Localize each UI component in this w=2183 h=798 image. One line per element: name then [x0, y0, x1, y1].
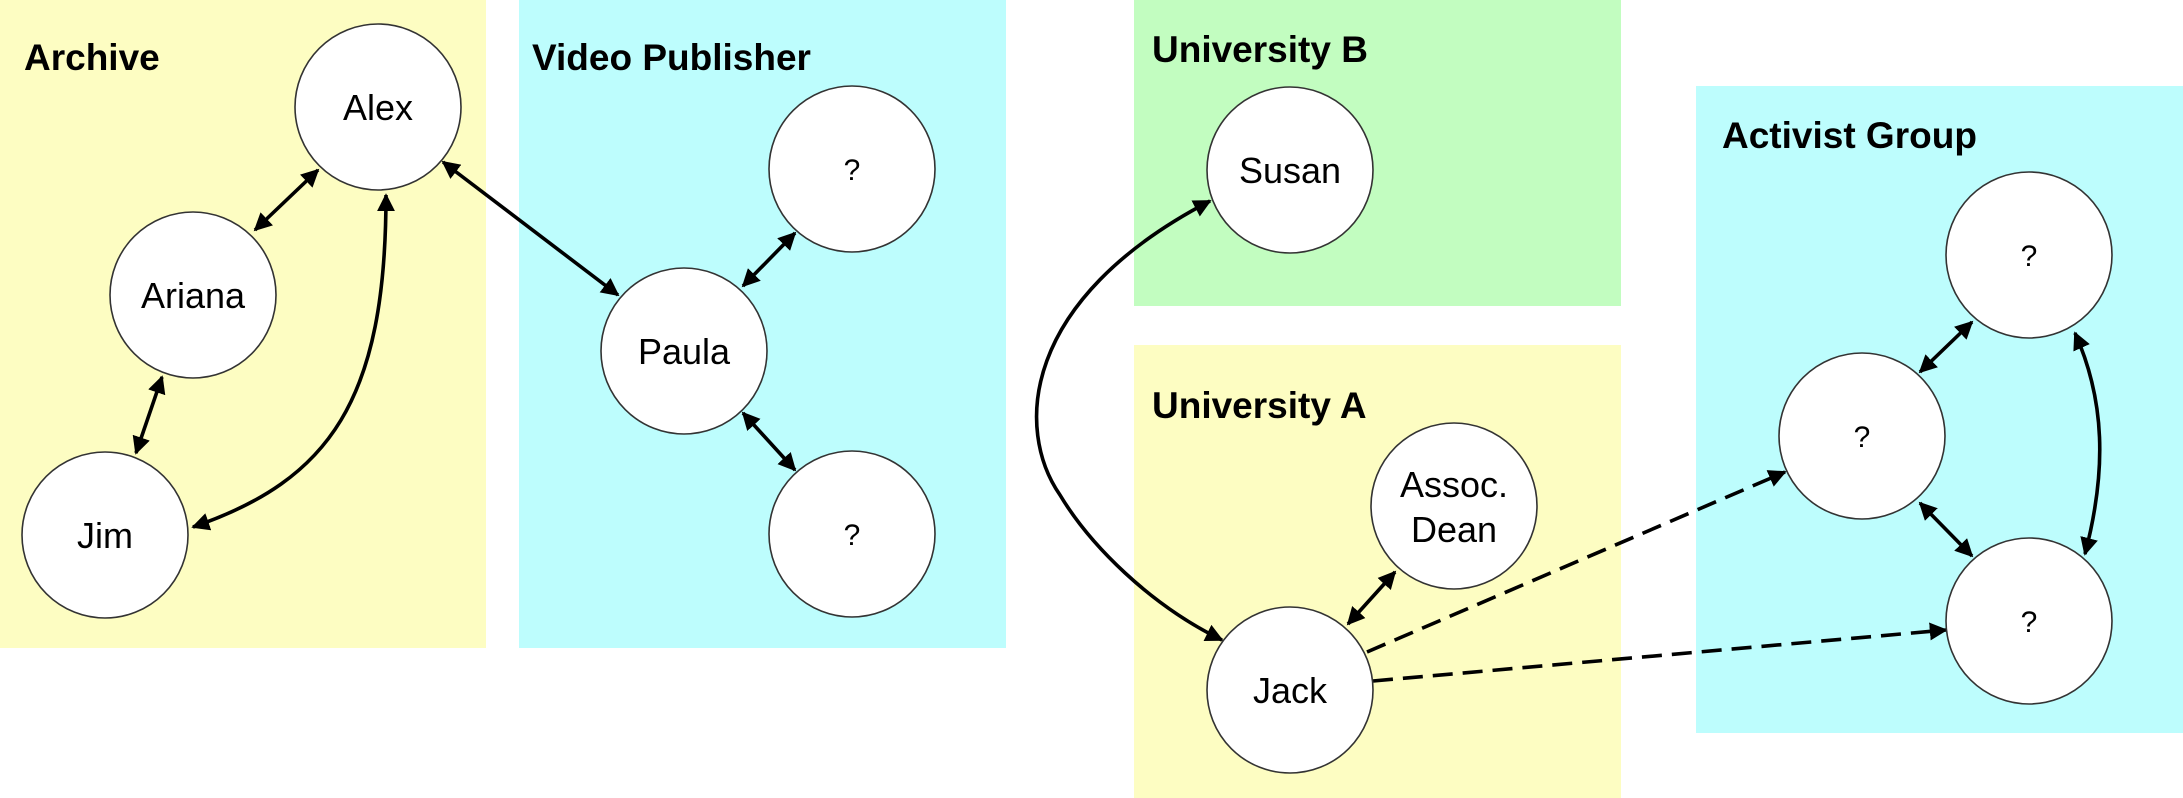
node-activist-unknown-top: ? — [1945, 171, 2113, 339]
node-label: Ariana — [141, 275, 246, 316]
node-label: ? — [2021, 240, 2038, 273]
node-activist-unknown-bottom: ? — [1945, 537, 2113, 705]
edge-alex-paula — [441, 160, 620, 297]
node-assoc-dean: Assoc. Dean — [1370, 422, 1538, 590]
node-video-publisher-unknown-1: ? — [768, 85, 936, 253]
node-label: Assoc. — [1400, 464, 1508, 505]
node-activist-unknown-left: ? — [1778, 352, 1946, 520]
node-circle — [600, 267, 768, 435]
node-label: ? — [844, 519, 861, 552]
node-label: ? — [1854, 421, 1871, 454]
node-circle — [1206, 86, 1374, 254]
node-circle — [1370, 422, 1538, 590]
group-title-university-a: University A — [1152, 385, 1367, 426]
node-circle — [1945, 171, 2113, 339]
node-alex: Alex — [294, 23, 462, 191]
edge-activist-left-top — [1918, 320, 1974, 374]
node-label: ? — [2021, 606, 2038, 639]
edge-jack-activist-bottom — [1372, 622, 1948, 683]
node-circle — [768, 450, 936, 618]
node-label: Alex — [343, 87, 413, 128]
group-title-activist-group: Activist Group — [1722, 115, 1977, 156]
node-label: Jack — [1253, 670, 1328, 711]
node-label: Jim — [77, 515, 133, 556]
edge-susan-jack — [1034, 199, 1224, 642]
node-label: Paula — [638, 331, 731, 372]
edge-jack-assoc-dean — [1346, 570, 1397, 626]
node-video-publisher-unknown-2: ? — [768, 450, 936, 618]
edge-jack-activist-left — [1366, 470, 1787, 654]
node-circle — [294, 23, 462, 191]
node-label: Dean — [1411, 509, 1497, 550]
node-label: Susan — [1239, 150, 1341, 191]
edge-ariana-jim — [132, 375, 166, 455]
node-ariana: Ariana — [109, 211, 277, 379]
edge-activist-left-bottom — [1918, 501, 1974, 558]
edge-activist-top-bottom — [2073, 331, 2102, 556]
node-jim: Jim — [21, 451, 189, 619]
node-circle — [1778, 352, 1946, 520]
edge-paula-unknown-1 — [741, 231, 797, 288]
group-title-university-b: University B — [1152, 29, 1368, 70]
node-circle — [1945, 537, 2113, 705]
node-circle — [21, 451, 189, 619]
node-jack: Jack — [1206, 606, 1374, 774]
node-circle — [1206, 606, 1374, 774]
node-susan: Susan — [1206, 86, 1374, 254]
edge-paula-unknown-2 — [741, 411, 797, 472]
edge-alex-jim — [191, 193, 395, 531]
group-title-archive: Archive — [24, 37, 160, 78]
node-label: ? — [844, 154, 861, 187]
group-title-video-publisher: Video Publisher — [532, 37, 811, 78]
node-paula: Paula — [600, 267, 768, 435]
node-circle — [109, 211, 277, 379]
node-circle — [768, 85, 936, 253]
